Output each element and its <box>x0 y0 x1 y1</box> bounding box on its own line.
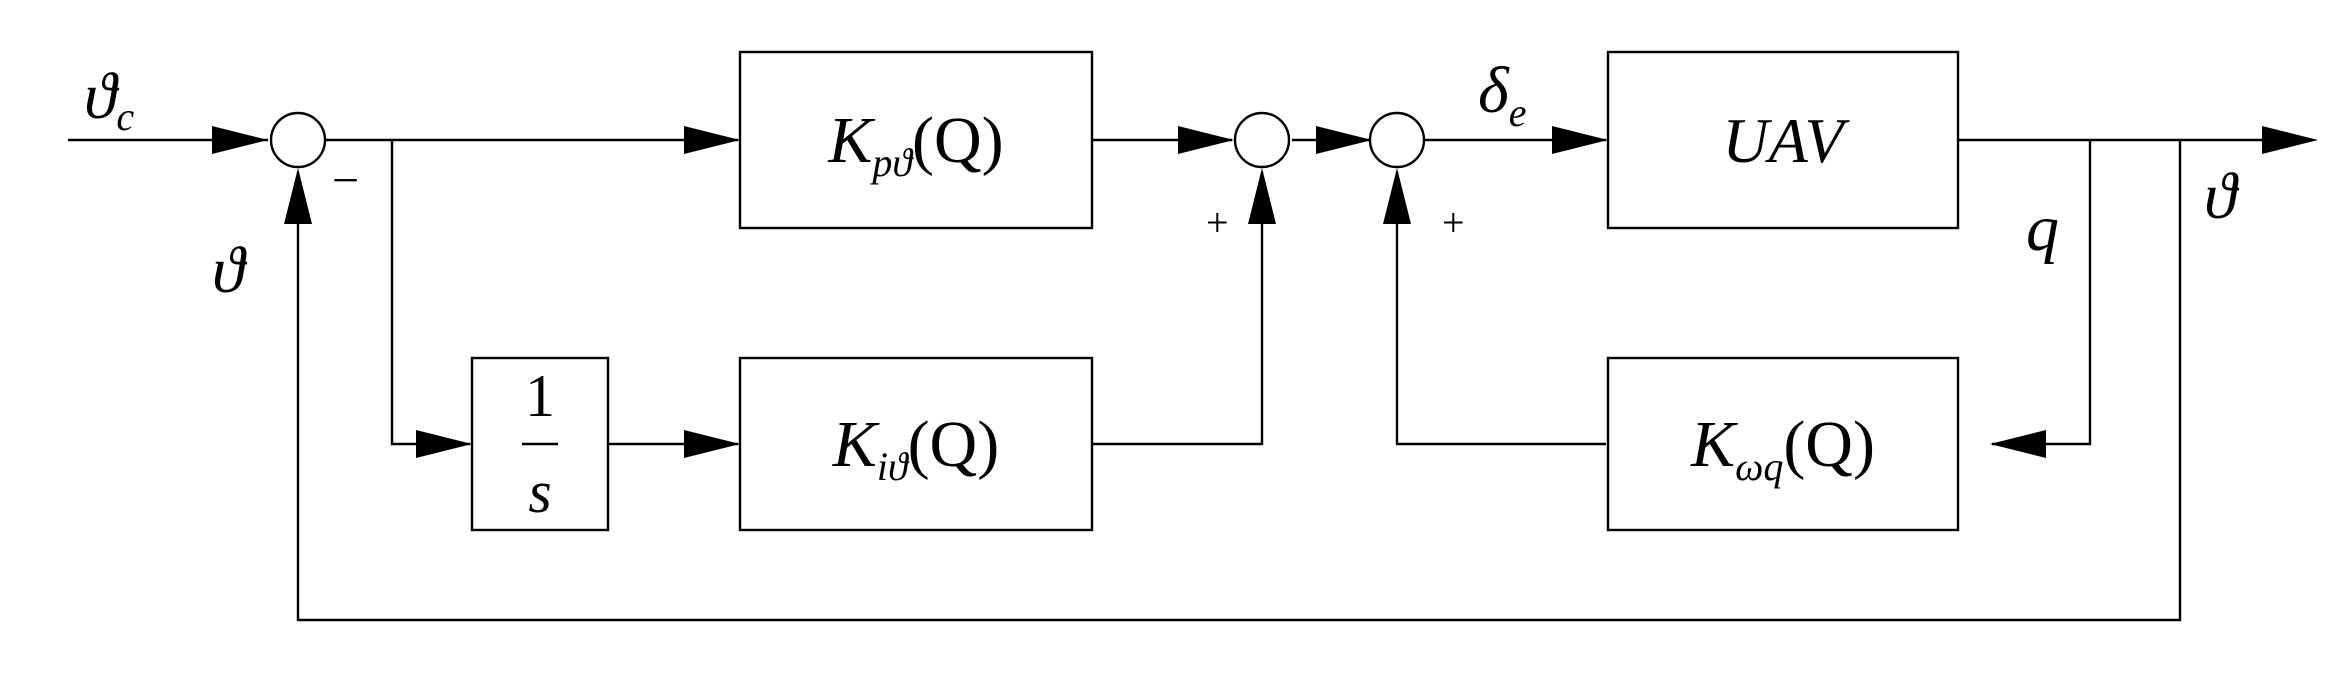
delta-e-main: δ <box>1478 54 1510 127</box>
kwq-main: K <box>1690 408 1738 481</box>
minus-sign: − <box>332 154 359 207</box>
kp-block-box <box>738 50 1094 230</box>
signal-theta-c: ϑc <box>84 60 134 139</box>
kwq-sub: ωq <box>1735 444 1783 489</box>
integrator-numerator: 1 <box>525 363 555 429</box>
ki-main: K <box>832 408 880 481</box>
kp-sub: pϑ <box>869 140 914 185</box>
arrow-into-kwq <box>1990 430 2046 458</box>
integrator-block: 1 s <box>470 356 610 532</box>
arrow-into-sum3-bottom <box>1383 168 1411 224</box>
signal-delta-e: δe <box>1478 54 1526 135</box>
arrow-into-sum2-bottom <box>1248 168 1276 224</box>
plus-sign-pi-sum: + <box>1206 200 1229 245</box>
arrow-into-sum1 <box>212 126 268 154</box>
plus-sign-inner-sum: + <box>1442 200 1465 245</box>
summing-junction-outer <box>269 111 327 169</box>
signal-theta-output: ϑ <box>2204 160 2240 233</box>
signal-q: q <box>2026 192 2059 265</box>
theta-c-sub: c <box>116 94 134 139</box>
delta-e-sub: e <box>1509 90 1527 135</box>
kp-block-label: Kpϑ(Q) <box>827 104 1003 185</box>
ki-block-box <box>738 356 1094 532</box>
arrow-into-kp <box>684 126 740 154</box>
ki-sub: iϑ <box>877 444 910 489</box>
summing-junction-inner <box>1368 111 1426 169</box>
kwq-to-sum-line <box>1395 172 1606 446</box>
arrow-into-uav <box>1552 126 1608 154</box>
kwq-block-box <box>1606 356 1960 532</box>
arrow-into-sum3-left <box>1316 126 1372 154</box>
uav-block-box <box>1606 50 1960 230</box>
ki-block-label: Kiϑ(Q) <box>832 408 999 489</box>
arrow-into-ki <box>684 430 740 458</box>
arrowheads <box>212 126 2318 458</box>
signal-theta-feedback: ϑ <box>212 234 248 307</box>
kwq-block-label: Kωq(Q) <box>1690 408 1875 489</box>
kp-arg: (Q) <box>912 104 1004 177</box>
ki-to-sum-line <box>1092 172 1264 446</box>
ki-block: Kiϑ(Q) <box>738 356 1094 532</box>
arrow-into-integrator <box>416 430 472 458</box>
theta-c-main: ϑ <box>84 60 120 133</box>
kwq-arg: (Q) <box>1783 408 1875 481</box>
summing-junction-pi <box>1233 111 1291 169</box>
uav-block-label: UAV <box>1722 105 1850 176</box>
integrator-branch-line <box>390 140 470 446</box>
arrow-feedback-into-sum1 <box>284 168 312 224</box>
q-feedback-line <box>1992 140 2092 446</box>
theta-feedback-line <box>296 140 2182 622</box>
kp-main: K <box>827 104 875 177</box>
arrow-into-sum2-left <box>1178 126 1234 154</box>
integrator-denominator: s <box>528 459 551 525</box>
kp-block: Kpϑ(Q) <box>738 50 1094 230</box>
arrow-output <box>2262 126 2318 154</box>
ki-arg: (Q) <box>908 408 1000 481</box>
kwq-block: Kωq(Q) <box>1606 356 1960 532</box>
uav-block: UAV <box>1606 50 1960 230</box>
